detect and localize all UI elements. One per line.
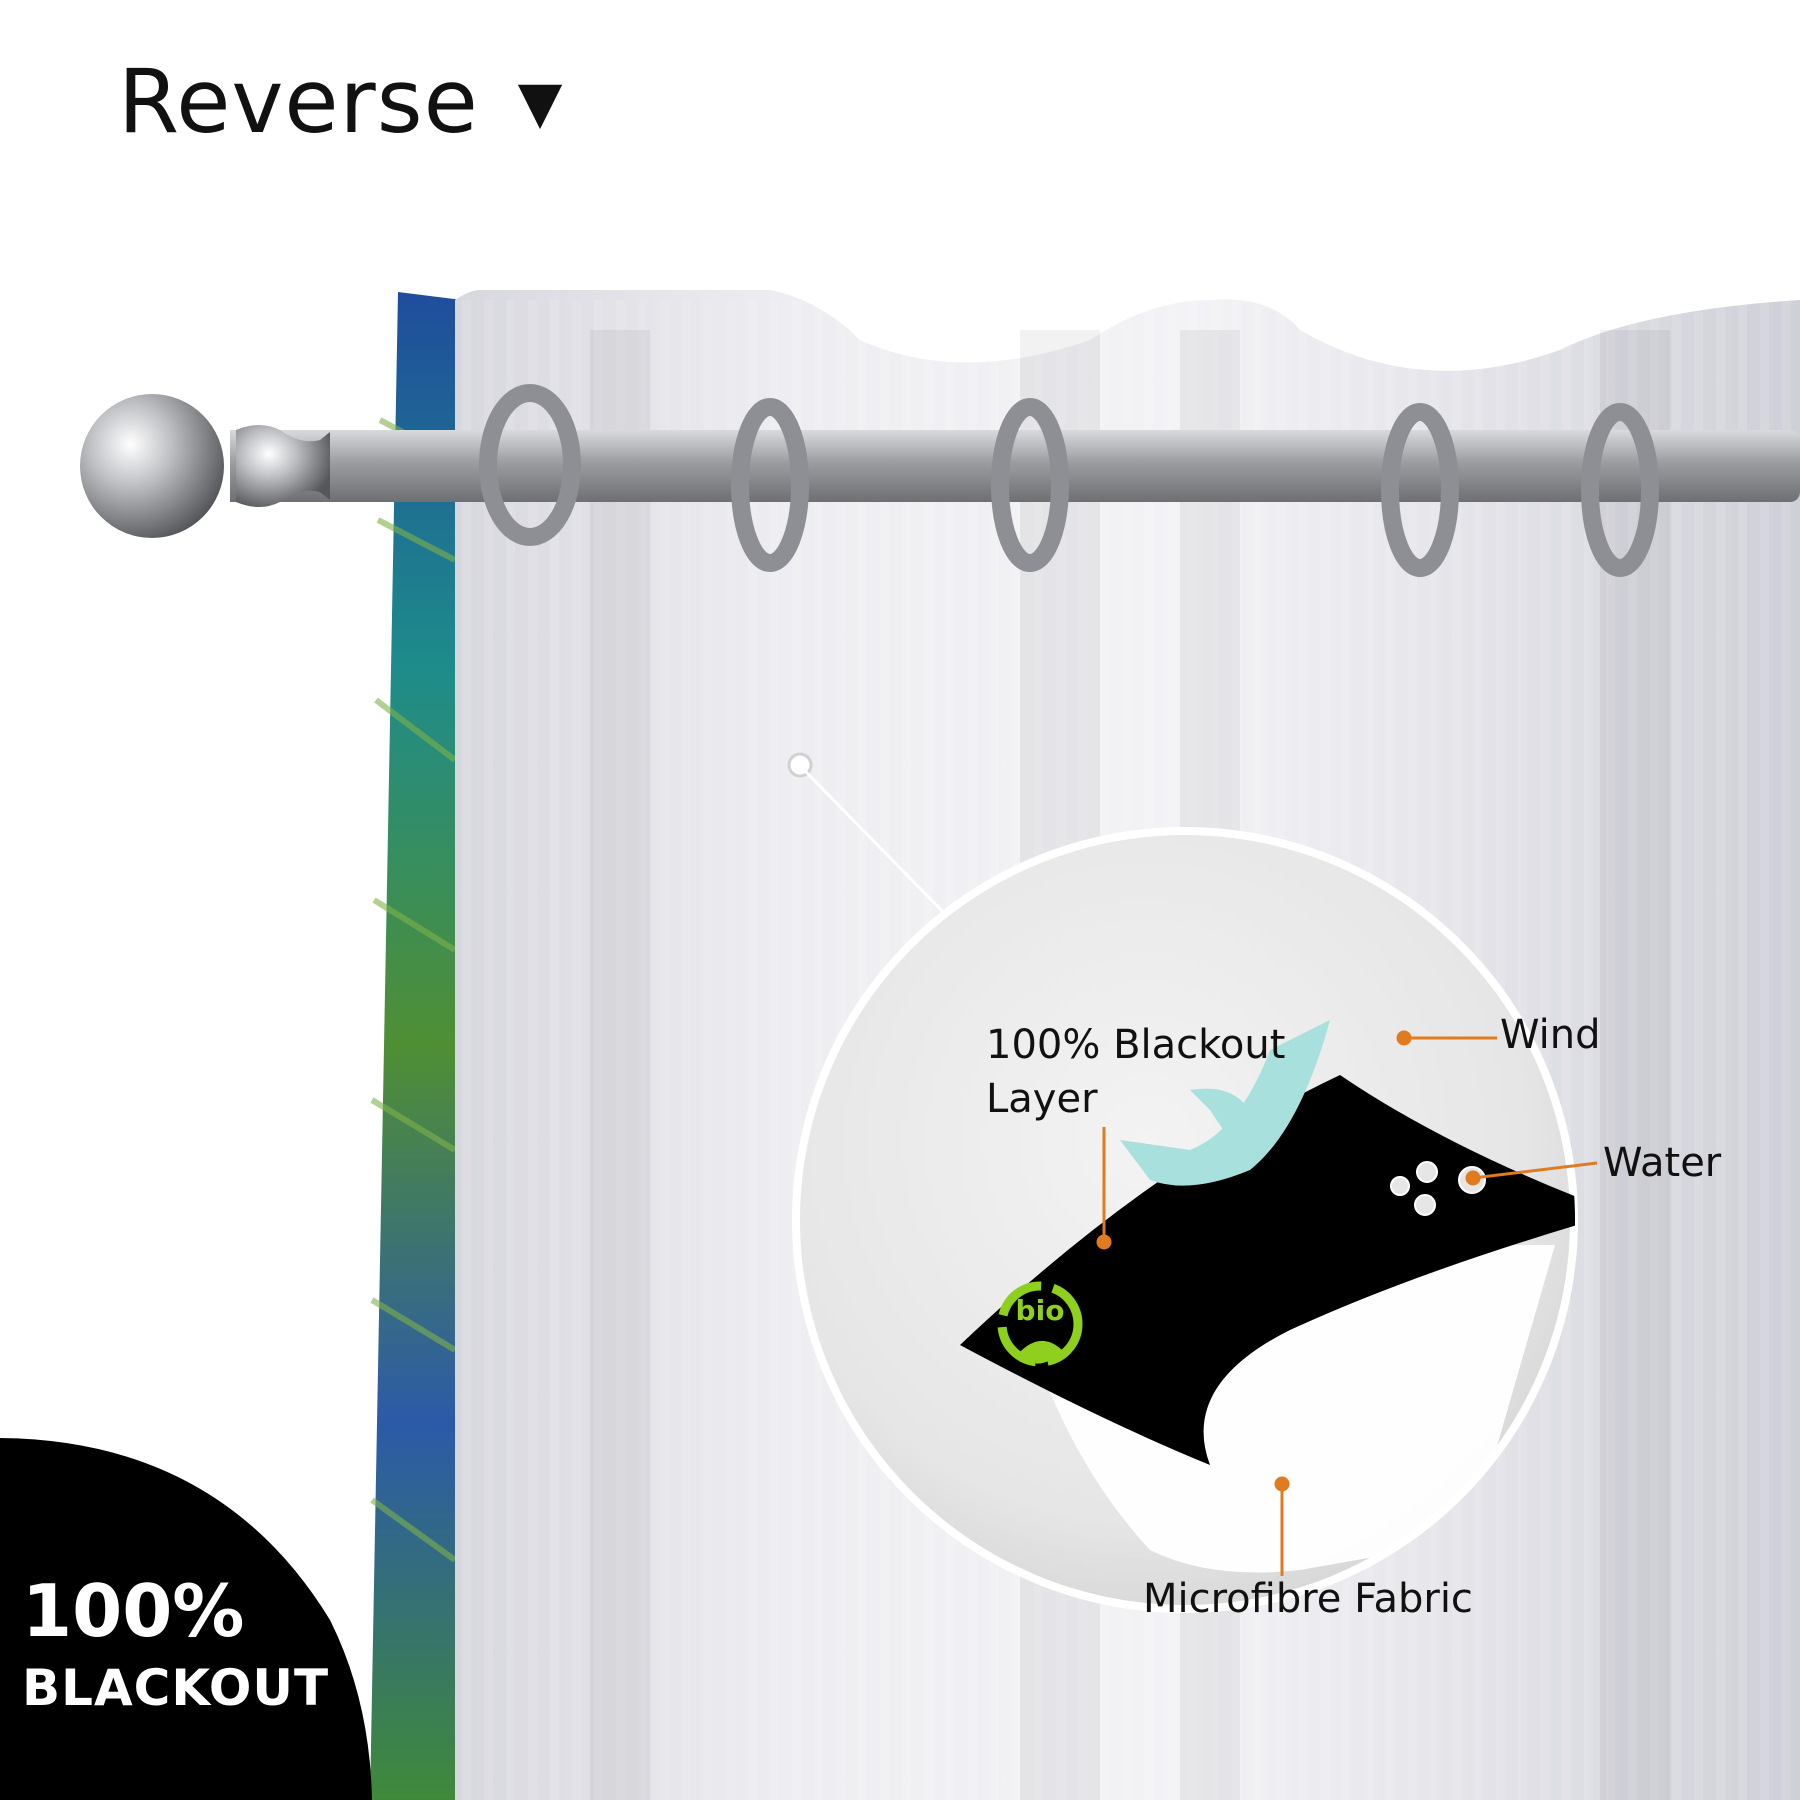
wind-marker: [1396, 1030, 1412, 1046]
grommet: [1581, 403, 1659, 577]
grommet: [991, 398, 1069, 572]
grommet: [731, 398, 809, 572]
rod-finial-neck: [236, 425, 330, 507]
bio-logo-text: bio: [1016, 1294, 1065, 1327]
heading-text: Reverse: [118, 50, 479, 153]
blackout-marker: [1096, 1234, 1112, 1250]
grommet: [479, 384, 581, 546]
badge-percent: 100%: [22, 1569, 245, 1653]
label-water: Water: [1603, 1140, 1722, 1186]
microfibre-marker: [1274, 1476, 1290, 1492]
grommet: [1381, 403, 1459, 577]
rod-finial-ball: [80, 394, 224, 538]
callout-connectors: [1096, 1030, 1598, 1576]
wind-swoosh: [1120, 1020, 1330, 1186]
grommets: [479, 384, 1659, 577]
label-blackout-layer: 100% Blackout Layer: [986, 1022, 1286, 1122]
curtain-rod: [230, 430, 1800, 502]
blackout-layer: [960, 1075, 1575, 1465]
blackout-badge-bg: [0, 1438, 372, 1800]
callout-anchor-dot: [787, 752, 813, 778]
heading-arrow-icon: ▼: [517, 68, 564, 136]
blackout-badge: 100% BLACKOUT: [22, 1575, 329, 1713]
printed-edge: [370, 292, 462, 1800]
bio-logo-icon: bio: [997, 1281, 1083, 1367]
leaf-pattern: [370, 417, 457, 1563]
label-wind: Wind: [1500, 1012, 1601, 1058]
badge-word: BLACKOUT: [22, 1659, 330, 1717]
heading: Reverse ▼: [118, 58, 563, 146]
water-marker: [1465, 1170, 1481, 1186]
label-microfibre: Microfibre Fabric: [1143, 1576, 1473, 1622]
